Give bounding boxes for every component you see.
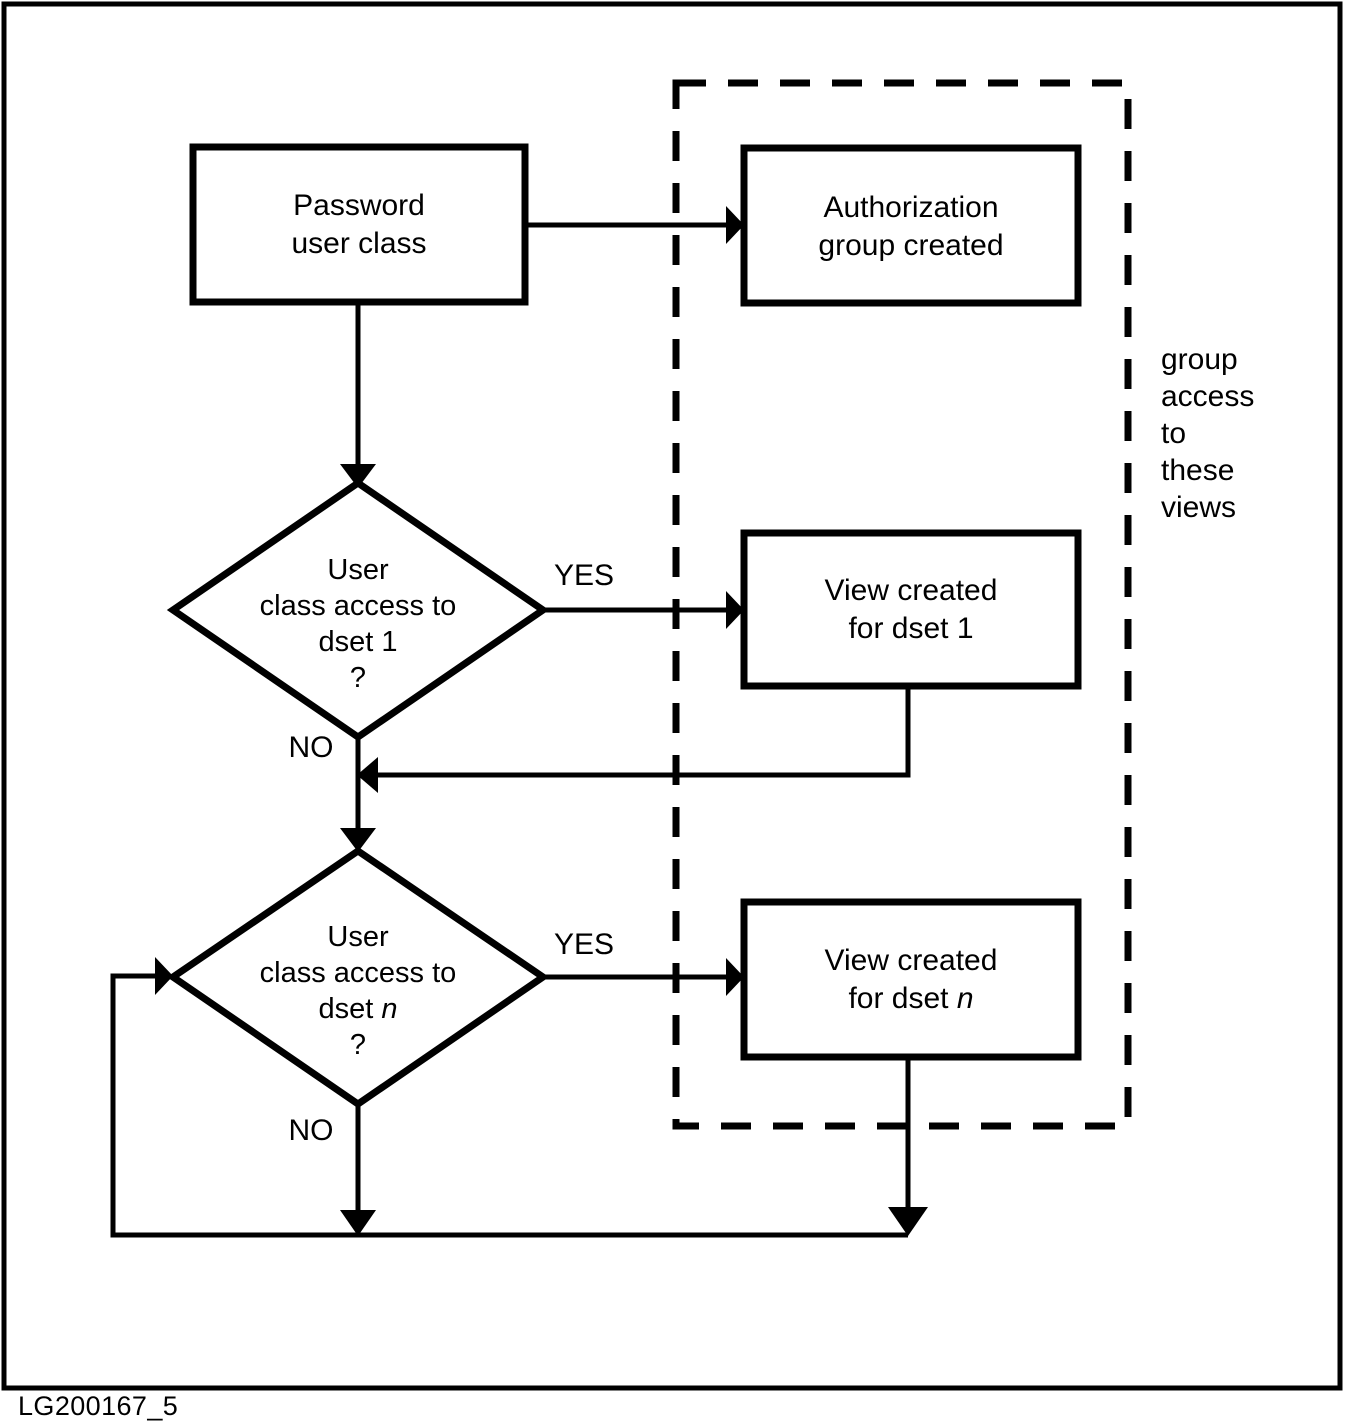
edge-decision1-yes-to-view1 [543, 591, 744, 629]
figure-caption: LG200167_5 [18, 1391, 178, 1421]
node-view-created-dset-1[interactable]: View created for dset 1 [740, 529, 1082, 690]
decision-dset-n-line-4: ? [350, 1029, 366, 1061]
edge-decision-n-yes-to-view-n [543, 958, 744, 996]
view-created-dset-n-line-1: View created [825, 944, 998, 977]
edge-view1-feedback-to-trunk [357, 686, 911, 793]
node-authorization-group-created[interactable]: Authorization group created [740, 144, 1082, 307]
view-created-dset-n-line-2: for dset n [848, 982, 973, 1015]
group-access-note-line-5: views [1161, 491, 1236, 524]
edge-label-no-dset-1: NO [289, 731, 334, 764]
view-created-dset-1-line-1: View created [825, 574, 998, 607]
authorization-group-created-line-1: Authorization [823, 191, 998, 224]
group-access-note: group access to these views [1161, 343, 1254, 524]
edge-label-yes-dset-1: YES [554, 559, 614, 592]
edge-password-to-decision-1 [340, 302, 376, 488]
view-created-dset-1-line-2: for dset 1 [848, 612, 973, 645]
password-user-class-line-1: Password [293, 189, 425, 222]
node-view-created-dset-n[interactable]: View created for dset n [740, 898, 1082, 1061]
node-decision-dset-n[interactable]: User class access to dset n ? [166, 846, 550, 1109]
authorization-group-created-line-2: group created [818, 229, 1003, 262]
edge-decision1-no-to-decision-n [340, 737, 376, 852]
edge-bottom-loopback-to-decision-n [110, 957, 908, 1238]
password-user-class-line-2: user class [291, 227, 426, 260]
decision-dset-1-line-4: ? [350, 662, 366, 694]
edge-decision-n-no-down [340, 1104, 376, 1236]
decision-dset-n-line-2: class access to [260, 957, 457, 989]
edge-view-n-down [888, 1057, 928, 1236]
group-access-note-line-4: these [1161, 454, 1234, 487]
group-access-dashed-box [672, 79, 1132, 1130]
edge-label-yes-dset-n: YES [554, 928, 614, 961]
edge-label-no-dset-n: NO [289, 1114, 334, 1147]
node-decision-dset-1[interactable]: User class access to dset 1 ? [166, 478, 550, 742]
node-password-user-class[interactable]: Password user class [189, 143, 529, 306]
decision-dset-1-line-2: class access to [260, 590, 457, 622]
decision-dset-1-line-3: dset 1 [318, 626, 397, 658]
edge-password-to-authorization [525, 206, 744, 244]
group-access-note-line-3: to [1161, 417, 1186, 450]
outer-frame [1, 1, 1343, 1391]
decision-dset-1-line-1: User [327, 554, 389, 586]
group-access-note-line-2: access [1161, 380, 1254, 413]
decision-dset-n-line-1: User [327, 921, 389, 953]
group-access-note-line-1: group [1161, 343, 1238, 376]
decision-dset-n-line-3: dset n [318, 993, 397, 1025]
